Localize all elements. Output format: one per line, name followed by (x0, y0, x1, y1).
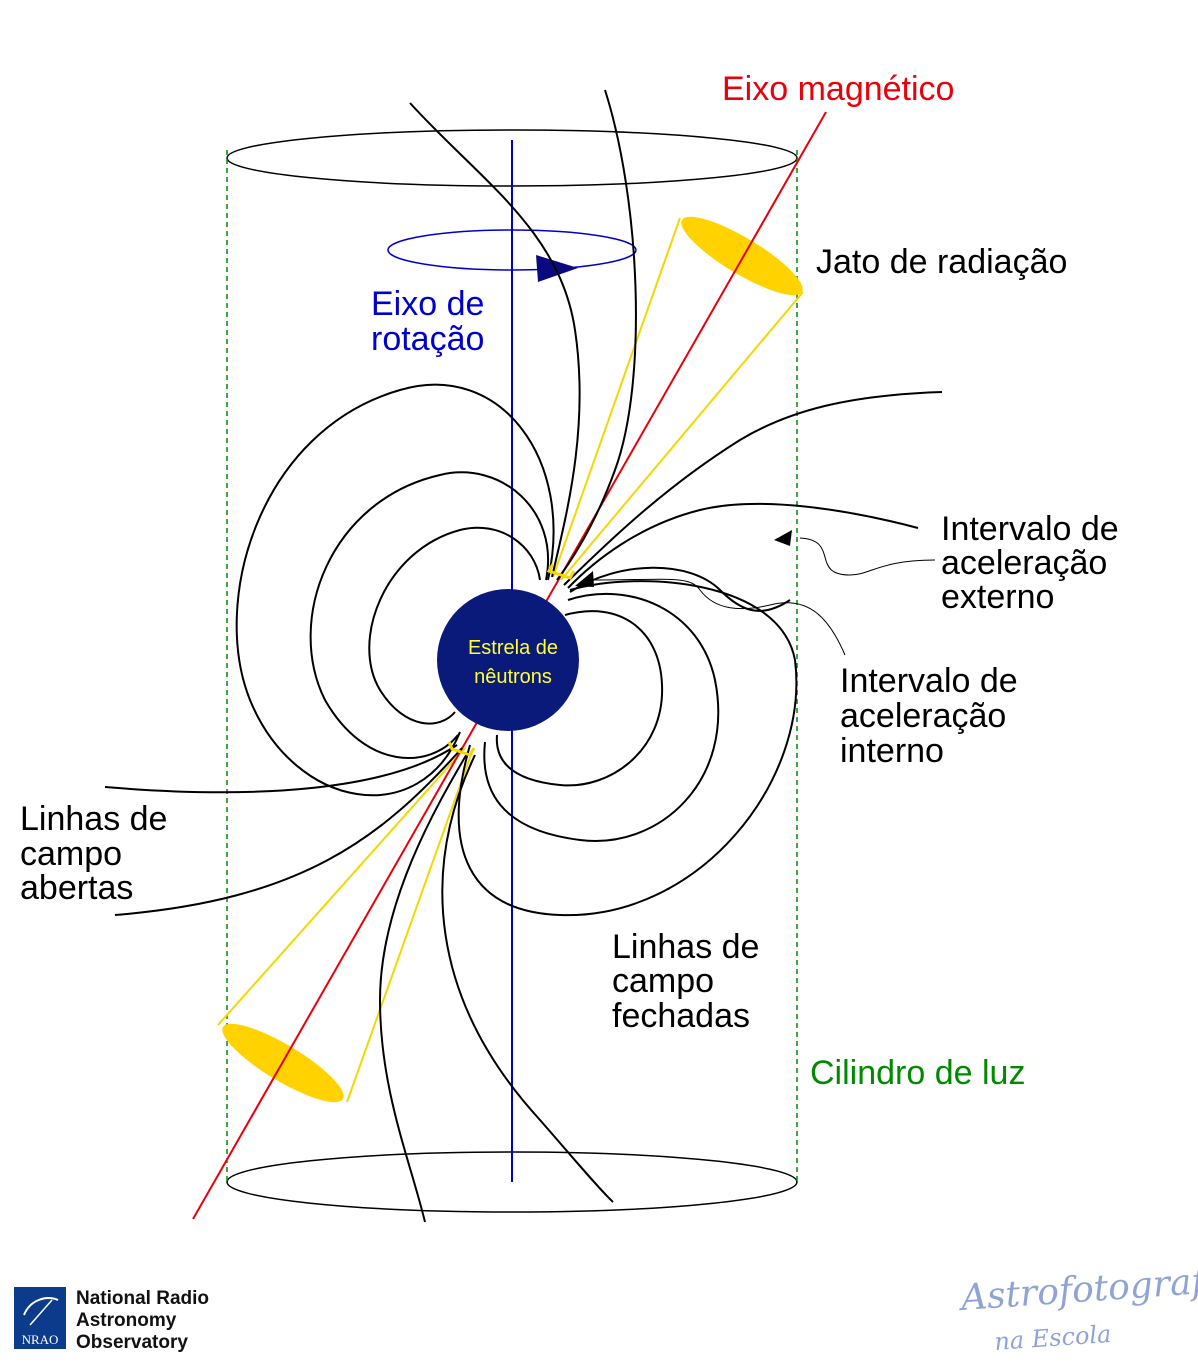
neutron-star-label: nêutrons (474, 666, 552, 688)
open-field-line (441, 754, 614, 1203)
closed-field-line (457, 580, 798, 917)
radiation-beam-label: Jato de radiação (816, 243, 1067, 281)
magnetic-field-lines (104, 89, 943, 1223)
rotation-axis-label: Eixo de (371, 285, 484, 323)
outer-gap-label: Intervalo de (941, 510, 1119, 548)
field-line-outer-gap (567, 502, 919, 589)
outer-gap-arrow-icon (774, 530, 792, 546)
rotation-axis-label: rotação (371, 320, 484, 358)
rotation-ring (387, 229, 637, 271)
radio-dish-icon (23, 1297, 59, 1316)
outer-gap-label: externo (941, 578, 1054, 616)
field-line-inner-gap (569, 566, 791, 612)
neutron-star-disc (437, 589, 579, 731)
nrao-name: National Radio Astronomy Observatory (76, 1288, 209, 1354)
annotation-pointers (589, 537, 936, 656)
nrao-name-line: National Radio (76, 1288, 210, 1309)
magnetic-axis-label: Eixo magnético (722, 70, 954, 108)
nrao-logo: NRAO (14, 1287, 66, 1349)
open-field-line (104, 744, 458, 794)
open-field-line (409, 102, 581, 578)
astrofotografia-subtitle: na Escola (993, 1320, 1112, 1356)
open-field-line (378, 751, 469, 1223)
radio-dish-icon (29, 1299, 53, 1326)
open-field-line (556, 89, 637, 581)
open-field-line (114, 747, 463, 916)
outer-gap-pointer (799, 537, 936, 576)
astrofotografia-wordmark: Astrofotografia (957, 1259, 1198, 1319)
closed-field-line (483, 592, 720, 842)
open-field-line (563, 391, 943, 586)
inner-gap-label: aceleração (840, 697, 1006, 735)
inner-gap-pointer (589, 578, 846, 656)
closed-field-line (368, 526, 541, 725)
closed-lines-label: Linhas de (612, 928, 759, 966)
closed-lines-label: fechadas (612, 997, 750, 1035)
lower-beam-edge (346, 751, 473, 1103)
open-lines-label: abertas (20, 869, 133, 907)
inner-gap-label: interno (840, 732, 944, 770)
closed-field-line (235, 383, 555, 797)
open-lines-label: campo (20, 835, 122, 873)
inner-gap-marker (447, 741, 476, 757)
inner-gap-label: Intervalo de (840, 662, 1018, 700)
outer-gap-marker (546, 563, 576, 580)
lower-beam-edge (217, 747, 466, 1026)
upper-beam-edge (560, 291, 804, 581)
outer-gap-label: aceleração (941, 544, 1107, 582)
rotation-arrow-icon (536, 255, 578, 282)
nrao-logo-badge (14, 1287, 66, 1349)
upper-beam-cap (681, 216, 803, 296)
inner-gap-arrow-icon (575, 571, 594, 587)
upper-beam-edge (552, 217, 681, 578)
closed-field-line (495, 610, 664, 787)
closed-lines-label: campo (612, 962, 714, 1000)
nrao-badge-text: NRAO (22, 1332, 59, 1347)
astrofotografia-logo: Astrofotografia na Escola (957, 1259, 1198, 1356)
neutron-star: Estrela de nêutrons (437, 589, 579, 731)
nrao-name-line: Astronomy (76, 1310, 177, 1331)
neutron-star-label: Estrela de (468, 637, 558, 659)
nrao-name-line: Observatory (76, 1332, 188, 1353)
open-lines-label: Linhas de (20, 800, 167, 838)
light-cylinder-label: Cilindro de luz (810, 1054, 1025, 1092)
closed-field-line (309, 471, 549, 759)
